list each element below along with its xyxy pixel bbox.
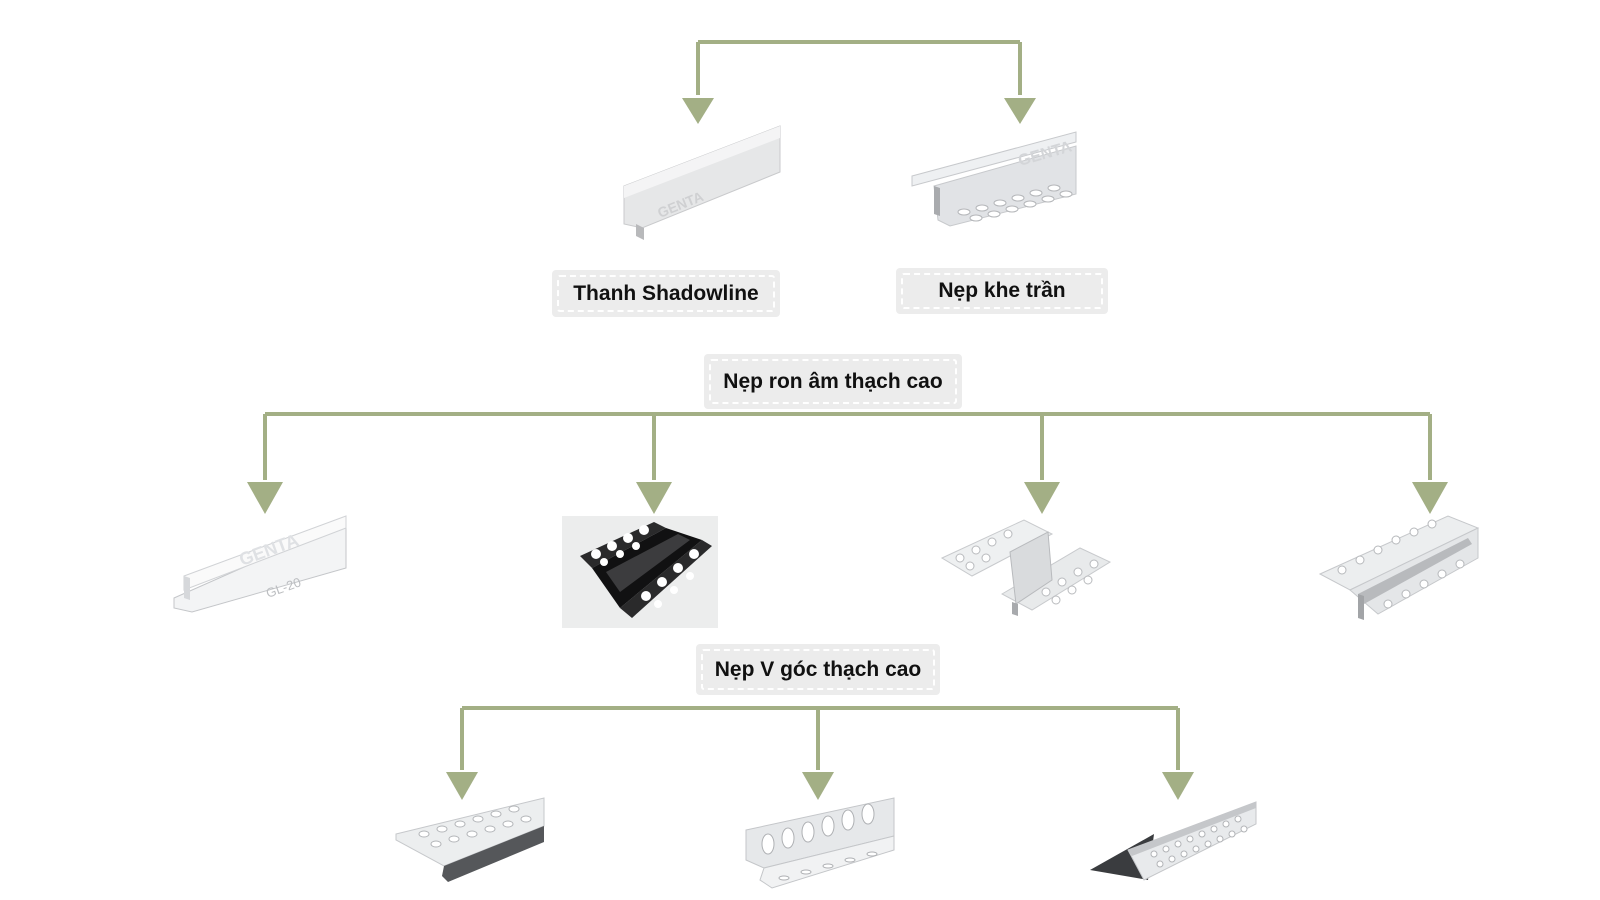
arrowhead (446, 772, 478, 800)
product-image-nep-v-goc-2 (744, 796, 896, 894)
label-text: Nẹp ron âm thạch cao (709, 359, 957, 404)
label-thanh-shadowline: Thanh Shadowline (552, 270, 780, 317)
product-image-nep-v-goc-3 (1088, 800, 1258, 882)
connector-middle (263, 412, 1432, 480)
arrowhead (802, 772, 834, 800)
label-text: Nẹp khe trần (901, 273, 1103, 309)
label-nep-v-goc: Nẹp V góc thạch cao (696, 644, 940, 695)
product-image-nep-ron-am-3 (940, 518, 1112, 618)
arrowhead (682, 98, 714, 124)
arrowhead (1412, 482, 1448, 514)
product-image-nep-khe-tran: GENTA (910, 130, 1078, 230)
label-nep-ron-am: Nẹp ron âm thạch cao (704, 354, 962, 409)
connector-top (696, 40, 1022, 95)
arrowhead (247, 482, 283, 514)
label-text: Thanh Shadowline (557, 275, 775, 312)
label-text: Nẹp V góc thạch cao (701, 649, 935, 690)
product-image-nep-ron-am-1: GENTA GL-20 (172, 514, 348, 614)
arrowhead (636, 482, 672, 514)
arrowhead (1004, 98, 1036, 124)
product-image-nep-ron-am-2 (562, 516, 718, 628)
arrowhead (1162, 772, 1194, 800)
connector-bottom (460, 706, 1180, 770)
product-image-nep-v-goc-1 (394, 796, 546, 886)
label-nep-khe-tran: Nẹp khe trần (896, 268, 1108, 314)
product-image-shadowline: GENTA (622, 124, 782, 242)
arrowhead (1024, 482, 1060, 514)
product-image-nep-ron-am-4 (1318, 514, 1480, 626)
